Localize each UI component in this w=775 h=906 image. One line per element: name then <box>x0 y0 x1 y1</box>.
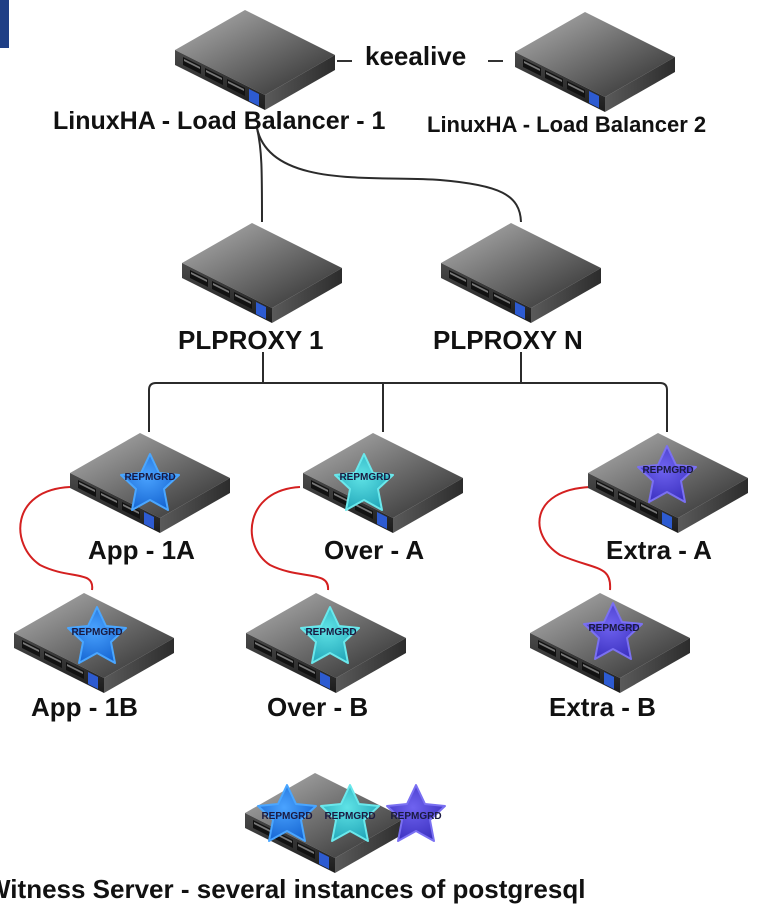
app-1b-repmgrd-star-icon: REPMGRD <box>67 606 127 664</box>
witness-over-repmgrd-star-icon: REPMGRD <box>320 784 380 842</box>
app-replication-link <box>19 486 94 591</box>
keepalive-label: keealive <box>365 41 466 71</box>
plproxy-downlinks <box>262 352 522 383</box>
plproxy-n-server-icon <box>441 223 601 323</box>
over-a-label: Over - A <box>324 535 424 565</box>
over-a-star-label: REPMGRD <box>339 472 390 483</box>
app-1a-label: App - 1A <box>88 535 195 565</box>
load-balancer-2-server-icon <box>515 12 675 112</box>
witness-extra-star-label: REPMGRD <box>390 811 441 822</box>
plproxy-1-label: PLPROXY 1 <box>178 325 323 355</box>
load-balancer-2-label: LinuxHA - Load Balancer 2 <box>427 112 706 137</box>
witness-app-star-label: REPMGRD <box>261 811 312 822</box>
plproxy-1-server-icon <box>182 223 342 323</box>
over-a-repmgrd-star-icon: REPMGRD <box>334 453 394 511</box>
witness-server-label: Witness Server - several instances of po… <box>0 874 585 904</box>
over-replication-link <box>250 486 330 591</box>
app-1a-star-label: REPMGRD <box>124 472 175 483</box>
app-1b-label: App - 1B <box>31 692 138 722</box>
load-balancer-1-label: LinuxHA - Load Balancer - 1 <box>53 107 386 135</box>
over-b-label: Over - B <box>267 692 368 722</box>
over-b-repmgrd-star-icon: REPMGRD <box>300 606 360 664</box>
app-1b-star-label: REPMGRD <box>71 627 122 638</box>
witness-app-repmgrd-star-icon: REPMGRD <box>257 784 317 842</box>
extra-b-repmgrd-star-icon: REPMGRD <box>583 602 643 660</box>
extra-a-repmgrd-star-icon: REPMGRD <box>637 445 697 503</box>
extra-b-star-label: REPMGRD <box>588 623 639 634</box>
lb-to-plproxyN-link <box>256 127 522 223</box>
app-1a-repmgrd-star-icon: REPMGRD <box>120 453 180 511</box>
shard-bus <box>148 382 668 432</box>
extra-b-label: Extra - B <box>549 692 656 722</box>
replication-links <box>19 486 612 591</box>
over-b-star-label: REPMGRD <box>305 627 356 638</box>
witness-over-star-label: REPMGRD <box>324 811 375 822</box>
extra-a-label: Extra - A <box>606 535 712 565</box>
corner-tab <box>0 0 9 48</box>
load-balancer-1-server-icon <box>175 10 335 110</box>
witness-server-icon <box>245 773 405 873</box>
network-wiring <box>148 127 668 432</box>
extra-a-star-label: REPMGRD <box>642 465 693 476</box>
witness-extra-repmgrd-star-icon: REPMGRD <box>386 784 446 842</box>
plproxy-n-label: PLPROXY N <box>433 325 583 355</box>
extra-replication-link <box>538 486 612 591</box>
